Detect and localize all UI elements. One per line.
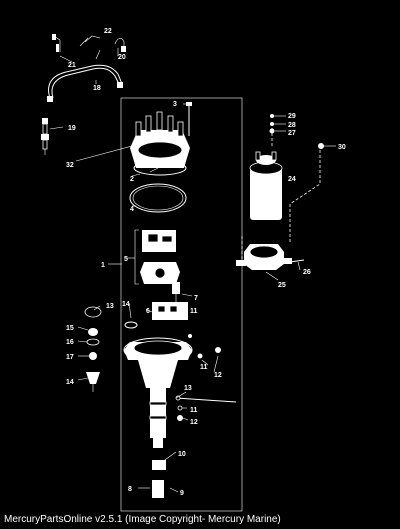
callout-16: 16 <box>66 339 74 346</box>
callout-25: 25 <box>278 282 286 289</box>
callout-7: 7 <box>194 295 198 302</box>
callout-5: 5 <box>124 256 128 263</box>
callout-14-upper: 14 <box>122 301 130 308</box>
callout-15: 15 <box>66 325 74 332</box>
cap-screw <box>186 102 192 136</box>
rotor-assembly <box>134 229 180 285</box>
callout-10: 10 <box>178 451 186 458</box>
small-hardware <box>177 334 221 421</box>
callout-13-upper: 13 <box>106 303 114 310</box>
callout-6: 6 <box>146 308 150 315</box>
coil-bracket <box>236 244 305 270</box>
callout-30: 30 <box>338 144 346 151</box>
callout-32: 32 <box>66 162 74 169</box>
leader-lines <box>49 48 336 489</box>
callout-27: 27 <box>288 130 296 137</box>
callout-18: 18 <box>93 85 101 92</box>
callout-11-upper: 11 <box>190 308 198 315</box>
callout-12-upper: 12 <box>214 372 222 379</box>
hold-down-clamp-group <box>84 306 102 392</box>
callout-1: 1 <box>101 262 105 269</box>
pickup-module <box>124 282 188 329</box>
callout-22: 22 <box>104 28 112 35</box>
callout-12-lower: 12 <box>190 419 198 426</box>
callout-14-lower: 14 <box>66 379 74 386</box>
callout-8: 8 <box>128 486 132 493</box>
callout-labels: 22 20 21 18 19 3 32 2 4 1 5 7 11 6 14 13… <box>66 28 346 497</box>
drive-gear <box>152 460 179 498</box>
callout-11-lower: 11 <box>190 407 198 414</box>
callout-20: 20 <box>118 54 126 61</box>
ignition-coil <box>249 128 283 220</box>
callout-13-lower: 13 <box>184 385 192 392</box>
callout-11-mid: 11 <box>200 364 208 371</box>
coil-terminal-hardware <box>269 114 324 149</box>
cap-gasket-ring <box>129 183 187 213</box>
callout-26: 26 <box>303 269 311 276</box>
spark-plug <box>41 118 49 155</box>
callout-19: 19 <box>68 125 76 132</box>
callout-9: 9 <box>180 490 184 497</box>
distributor-assembly-frame <box>120 97 243 512</box>
callout-29: 29 <box>288 113 296 120</box>
callout-24: 24 <box>288 176 296 183</box>
ground-wire-lead <box>175 397 237 403</box>
copyright-caption: MercuryPartsOnline v2.5.1 (Image Copyrig… <box>4 514 281 525</box>
distributor-cap <box>130 111 190 176</box>
callout-2: 2 <box>130 176 134 183</box>
distributor-housing <box>123 337 193 448</box>
callout-21: 21 <box>68 62 76 69</box>
callout-28: 28 <box>288 122 296 129</box>
callout-4: 4 <box>130 206 134 213</box>
spark-plug-wire-set <box>47 34 126 102</box>
callout-3: 3 <box>173 101 177 108</box>
callout-17: 17 <box>66 354 74 361</box>
